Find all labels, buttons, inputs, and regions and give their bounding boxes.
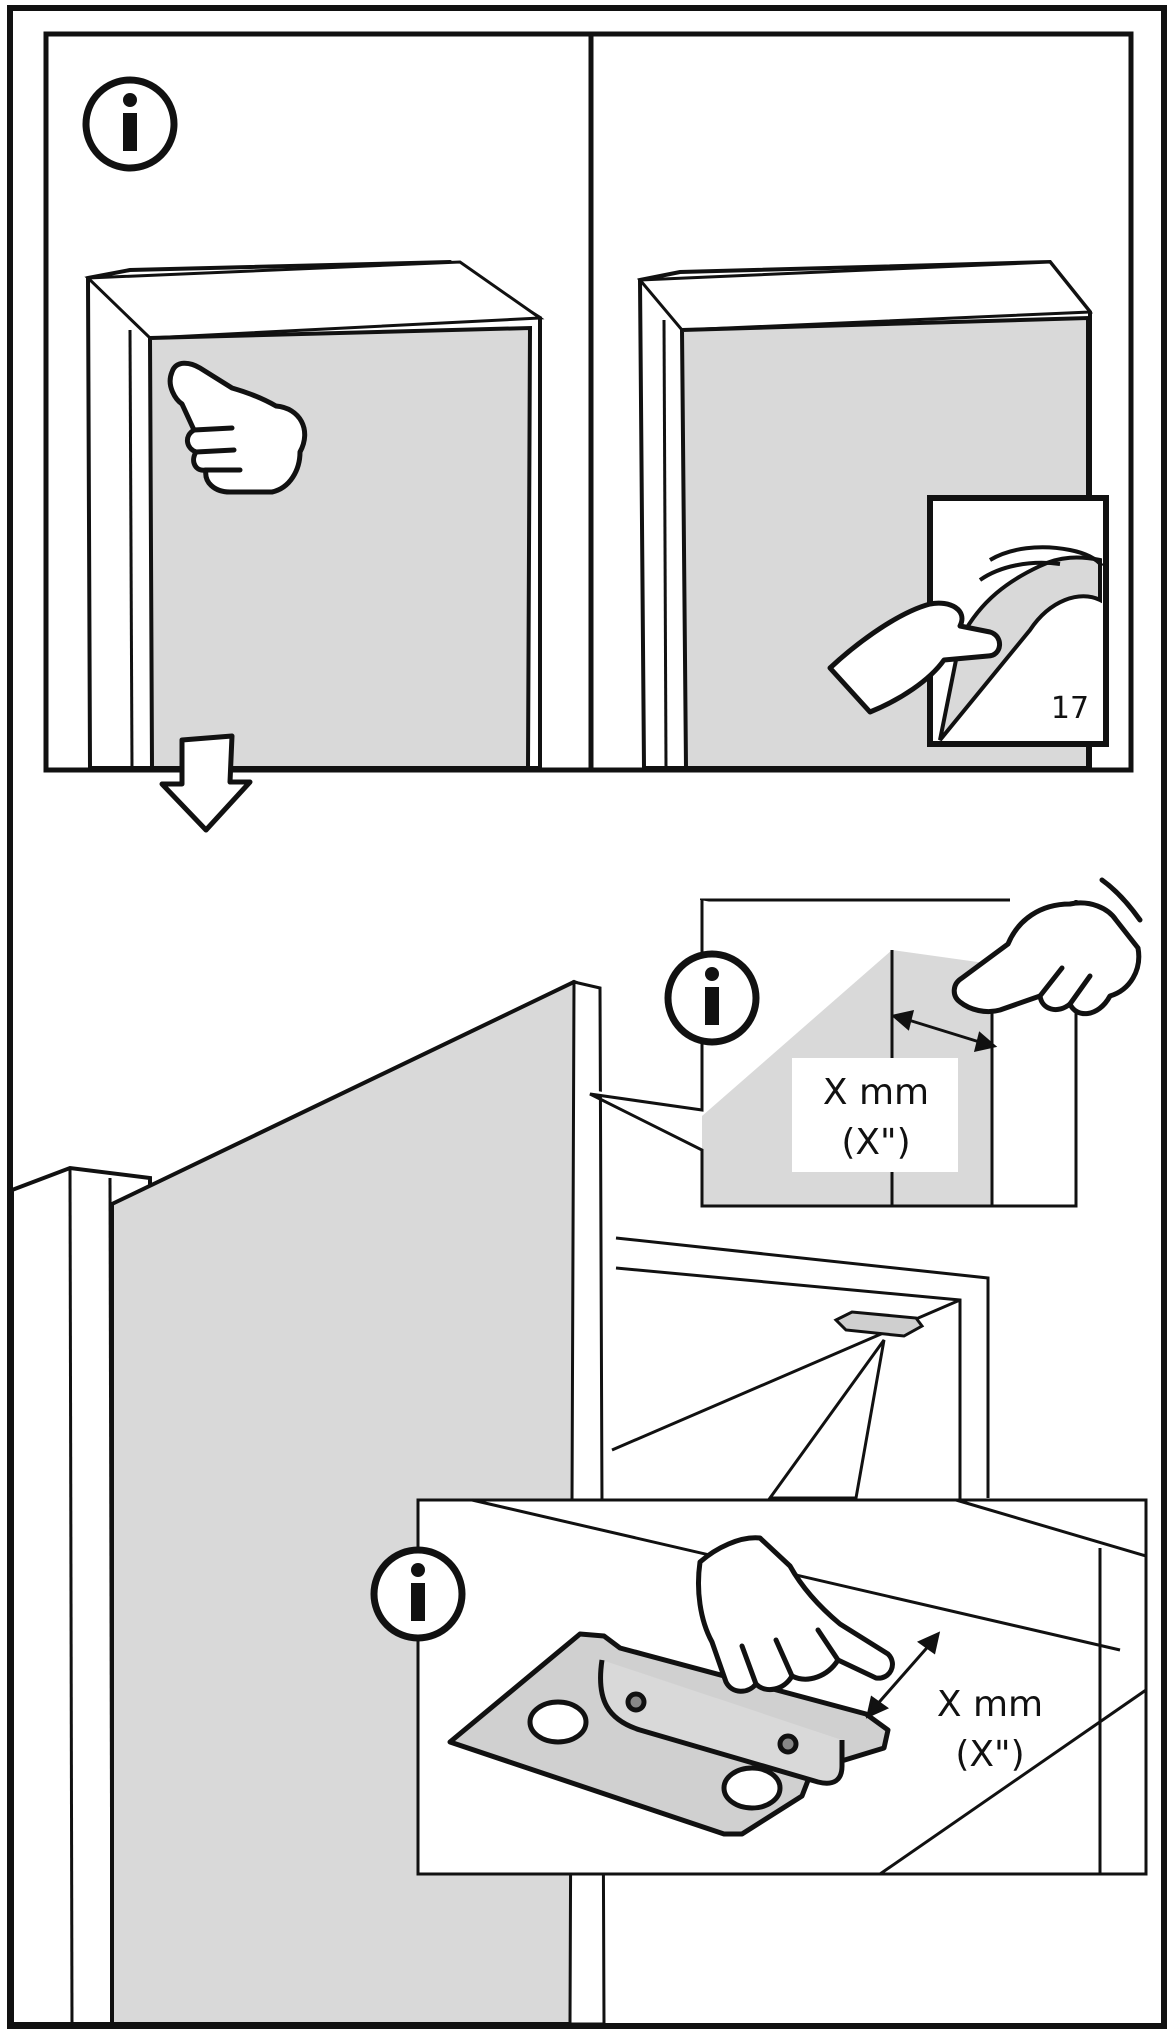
dimension-inch-label: (X") <box>955 1734 1024 1775</box>
step-reference-number: 17 <box>1051 691 1089 726</box>
dimension-mm-label: X mm <box>823 1072 929 1113</box>
callout-pointer <box>767 1339 886 1500</box>
detail-door-gap: X mm (X") <box>589 877 1143 1208</box>
info-icon <box>370 1546 466 1642</box>
dimension-arrow <box>865 1631 941 1719</box>
pointing-hand-icon <box>696 1535 895 1694</box>
dimension-mm-label: X mm <box>937 1684 1043 1725</box>
pointing-hand-icon <box>951 877 1143 1016</box>
panel-top-left <box>43 31 594 833</box>
dimension-label-box <box>792 1058 958 1172</box>
peeling-film-icon: 17 <box>827 495 1109 747</box>
pointing-hand-icon <box>167 360 308 495</box>
niche-opening <box>611 1236 990 1500</box>
info-icon <box>664 950 760 1046</box>
panel-bottom: X mm (X") <box>10 877 1148 2026</box>
info-icon <box>82 76 178 172</box>
dimension-arrow <box>890 1010 998 1052</box>
detail-bracket: X mm (X") <box>370 1498 1148 1876</box>
cabinet-with-door <box>84 259 545 770</box>
panel-top-right: 17 <box>588 31 1134 773</box>
down-arrow-icon <box>159 733 253 833</box>
dimension-inch-label: (X") <box>841 1122 910 1163</box>
bracket-icon <box>447 1631 891 1837</box>
